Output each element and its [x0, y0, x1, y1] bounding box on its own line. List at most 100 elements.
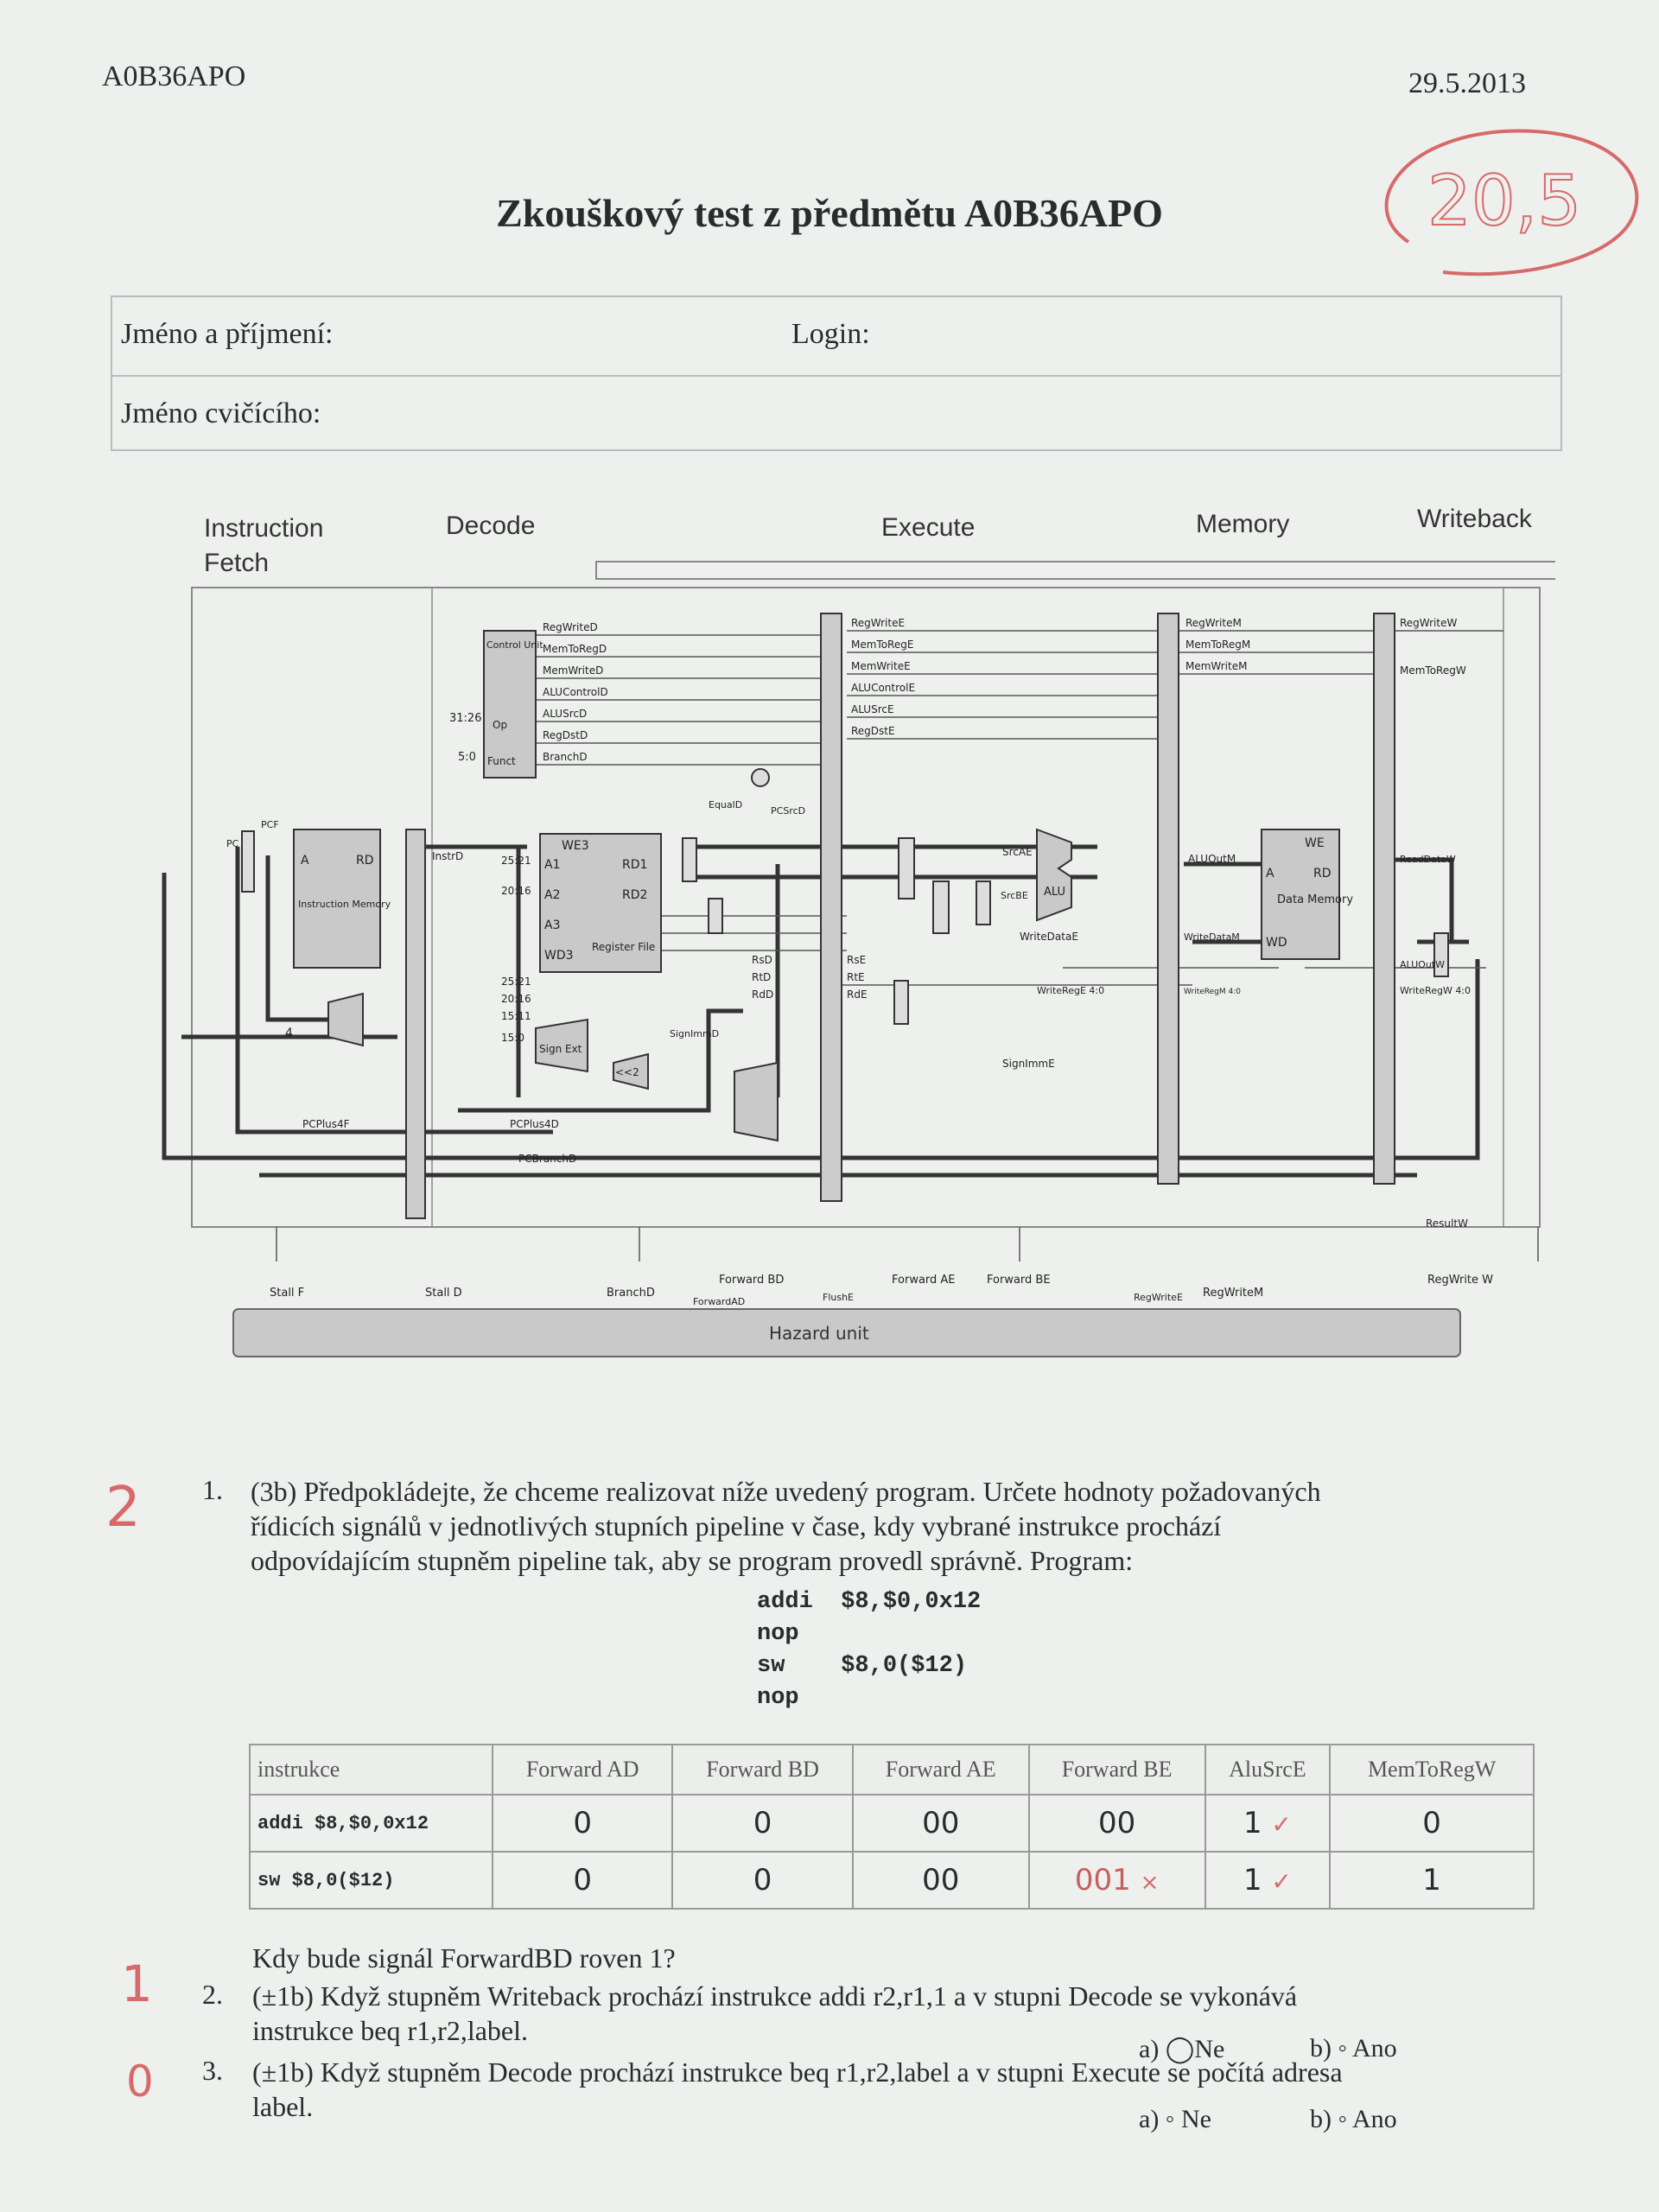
q3-option-ano[interactable]: b) ◦ Ano	[1310, 2105, 1397, 2133]
hz-forwardbe: Forward BE	[987, 1274, 1051, 1287]
hz-stallf: Stall F	[270, 1287, 304, 1300]
rde-label: RdE	[847, 988, 868, 1001]
bits-15-0: 15:0	[501, 1032, 524, 1044]
hazard-unit-label: Hazard unit	[769, 1323, 869, 1344]
ctrl-memtoregm: MemToRegM	[1185, 639, 1250, 651]
aluoutm-label: ALUOutM	[1188, 853, 1236, 865]
program-line-4: nop	[757, 1685, 799, 1711]
th-forward-ae: Forward AE	[851, 1744, 1030, 1796]
rtd-label: RtD	[752, 971, 771, 983]
funct-label: Funct	[487, 755, 516, 767]
row2-forward-be[interactable]: 001 ×	[1027, 1851, 1206, 1910]
dm-a-label: A	[1266, 867, 1274, 880]
q3-option-ne[interactable]: a) ◦ Ne	[1139, 2105, 1211, 2133]
instruction-memory-label: Instruction Memory	[298, 899, 391, 910]
srcbe-label: SrcBE	[1001, 890, 1028, 901]
stage-decode: Decode	[446, 512, 536, 540]
page-title: Zkouškový test z předmětu A0B36APO	[496, 191, 1163, 235]
q1-line-1: (3b) Předpokládejte, že chceme realizova…	[251, 1476, 1321, 1507]
ctrl-regwritem: RegWriteM	[1185, 617, 1242, 629]
aluoutw-label: ALUOutW	[1400, 959, 1445, 970]
row2-instr: sw $8,0($12)	[249, 1851, 493, 1910]
ctrl-alucontrold: ALUControlD	[543, 686, 608, 698]
row1-forward-ae[interactable]: 00	[851, 1794, 1030, 1853]
signal-table: instrukce Forward AD Forward BD Forward …	[249, 1744, 1535, 1910]
ctrl-regdstd: RegDstD	[543, 729, 588, 741]
row1-forward-ad[interactable]: 0	[491, 1794, 674, 1853]
alu-label: ALU	[1044, 886, 1065, 899]
control-unit-label: Control Unit	[486, 639, 543, 651]
register-file-label: Register File	[592, 941, 655, 953]
rdd-label: RdD	[752, 988, 773, 1001]
q3-number: 3.	[202, 2055, 223, 2086]
student-form: Jméno a příjmení: Login: Jméno cvičícího…	[111, 296, 1562, 451]
row2-forward-ae[interactable]: 00	[851, 1851, 1030, 1910]
const-four: 4	[285, 1027, 293, 1040]
ctrl-alusrcd: ALUSrcD	[543, 708, 587, 720]
a1-label: A1	[544, 858, 560, 872]
program-listing: addi $8,$0,0x12 nop sw $8,0($12) nop	[757, 1586, 981, 1714]
pcplus4f-label: PCPlus4F	[302, 1118, 350, 1130]
th-forward-be: Forward BE	[1027, 1744, 1206, 1796]
signimmd-label: SignImmD	[670, 1028, 719, 1039]
table-header-row: instrukce Forward AD Forward BD Forward …	[249, 1744, 1535, 1796]
bits-31-26: 31:26	[449, 712, 481, 725]
dm-wd-label: WD	[1266, 936, 1287, 950]
row2-forward-ad[interactable]: 0	[491, 1851, 674, 1910]
stage-writeback: Writeback	[1417, 505, 1532, 533]
rse-label: RsE	[847, 954, 866, 966]
row1-alusrce[interactable]: 1 ✓	[1204, 1794, 1332, 1853]
q3-text: (±1b) Když stupněm Decode prochází instr…	[252, 2055, 1531, 2124]
writeregw-label: WriteRegW 4:0	[1400, 985, 1471, 996]
q2-option-ne[interactable]: a) ◯Ne	[1139, 2035, 1225, 2063]
im-a-label: A	[301, 854, 309, 868]
pcf-label: PCF	[261, 819, 279, 830]
tutor-label: Jméno cvičícího:	[121, 397, 321, 429]
form-row-tutor: Jméno cvičícího:	[112, 375, 1560, 451]
hz-branchd: BranchD	[607, 1287, 655, 1300]
q2-line-2: instrukce beq r1,r2,label.	[252, 2015, 528, 2046]
row2-forward-be-cross: ×	[1140, 1870, 1160, 1896]
row1-instr: addi $8,$0,0x12	[249, 1794, 493, 1853]
th-alusrce: AluSrcE	[1204, 1744, 1332, 1796]
row2-forward-bd[interactable]: 0	[671, 1851, 854, 1910]
ctrl-memtoregw: MemToRegW	[1400, 664, 1466, 677]
login-label: Login:	[791, 318, 870, 350]
row2-alusrce[interactable]: 1 ✓	[1204, 1851, 1332, 1910]
q1-line-2: řídicích signálů v jednotlivých stupních…	[251, 1510, 1222, 1541]
ctrl-regwritee: RegWriteE	[851, 617, 905, 629]
stage-memory: Memory	[1196, 510, 1290, 538]
row1-memtoregw[interactable]: 0	[1329, 1794, 1535, 1853]
course-code: A0B36APO	[102, 60, 246, 92]
sign-ext-label: Sign Ext	[539, 1043, 582, 1055]
q1-score-mark: 2	[105, 1476, 141, 1540]
a2-label: A2	[544, 888, 560, 902]
th-forward-bd: Forward BD	[671, 1744, 854, 1796]
bits-25-21: 25:21	[501, 855, 531, 867]
forwardbd-intro: Kdy bude signál ForwardBD roven 1?	[252, 1942, 676, 1974]
row1-forward-be[interactable]: 00	[1027, 1794, 1206, 1853]
row1-forward-bd[interactable]: 0	[671, 1794, 854, 1853]
q2-number: 2.	[202, 1979, 223, 2010]
form-row-name: Jméno a příjmení: Login:	[112, 297, 1560, 372]
writedatae-label: WriteDataE	[1020, 931, 1078, 943]
signimme-label: SignImmE	[1002, 1058, 1055, 1070]
pipeline-diagram: A RD Instruction Memory Control Unit Op …	[162, 561, 1555, 1357]
q1-line-3: odpovídajícím stupněm pipeline tak, aby …	[251, 1545, 1134, 1576]
row2-memtoregw[interactable]: 1	[1329, 1851, 1535, 1910]
bits-5-0: 5:0	[458, 751, 476, 764]
row1-alusrce-check: ✓	[1271, 1810, 1292, 1839]
th-instr: instrukce	[249, 1744, 493, 1796]
hz-regwritem: RegWriteM	[1203, 1287, 1263, 1300]
program-line-2: nop	[757, 1621, 799, 1647]
rsd-label: RsD	[752, 954, 772, 966]
ctrl-memwritee: MemWriteE	[851, 660, 911, 672]
exam-date: 29.5.2013	[1408, 67, 1526, 99]
bits-15-11: 15:11	[501, 1010, 531, 1022]
hz-regwritew: RegWrite W	[1427, 1274, 1493, 1287]
q2-option-ano[interactable]: b) ◦ Ano	[1310, 2034, 1397, 2063]
bits-25-21-b: 25:21	[501, 976, 531, 988]
op-label: Op	[493, 719, 507, 731]
ctrl-branchd: BranchD	[543, 751, 588, 763]
